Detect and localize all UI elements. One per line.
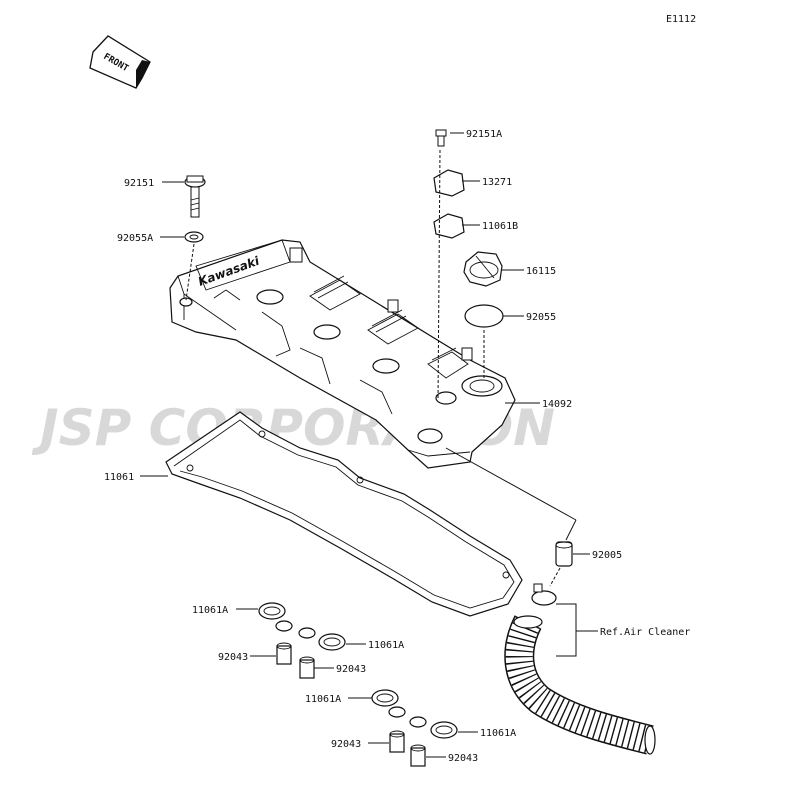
label-11061b: 11061B — [482, 221, 518, 232]
label-92043-2: 92043 — [336, 664, 366, 675]
label-92151a: 92151A — [466, 129, 502, 140]
label-92005: 92005 — [592, 550, 622, 561]
head-cover-gasket — [165, 411, 523, 617]
leader-lines — [140, 132, 590, 758]
label-11061a-1: 11061A — [192, 605, 228, 616]
bolt-left — [184, 175, 206, 218]
cover-plate — [433, 169, 465, 197]
diagram-code: E1112 — [666, 14, 696, 25]
seal-set-4 — [409, 716, 458, 767]
label-92043-1: 92043 — [218, 652, 248, 663]
breather-hose — [504, 615, 656, 755]
label-13271: 13271 — [482, 177, 512, 188]
hose-fitting — [555, 541, 573, 567]
label-92055: 92055 — [526, 312, 556, 323]
oil-filler-cap — [463, 251, 503, 287]
hose-clamp — [531, 583, 557, 606]
label-11061a-3: 11061A — [305, 694, 341, 705]
seal-set-3 — [371, 689, 406, 753]
bolt-top — [435, 129, 447, 147]
label-11061a-4: 11061A — [480, 728, 516, 739]
label-92043-3: 92043 — [331, 739, 361, 750]
plate-gasket — [433, 213, 465, 239]
label-11061a-2: 11061A — [368, 640, 404, 651]
cylinder-head-cover: Kawasaki — [169, 239, 516, 469]
label-16115: 16115 — [526, 266, 556, 277]
seal-set-2 — [298, 627, 346, 679]
label-14092: 14092 — [542, 399, 572, 410]
label-11061: 11061 — [104, 472, 134, 483]
o-ring — [464, 304, 504, 328]
label-ref-air-cleaner: Ref.Air Cleaner — [600, 627, 690, 638]
label-92055a: 92055A — [117, 233, 153, 244]
label-92043-4: 92043 — [448, 753, 478, 764]
label-92151: 92151 — [124, 178, 154, 189]
seal-set-1 — [258, 602, 293, 665]
washer-left — [184, 231, 204, 243]
front-arrow-icon: FRONT — [89, 35, 151, 89]
